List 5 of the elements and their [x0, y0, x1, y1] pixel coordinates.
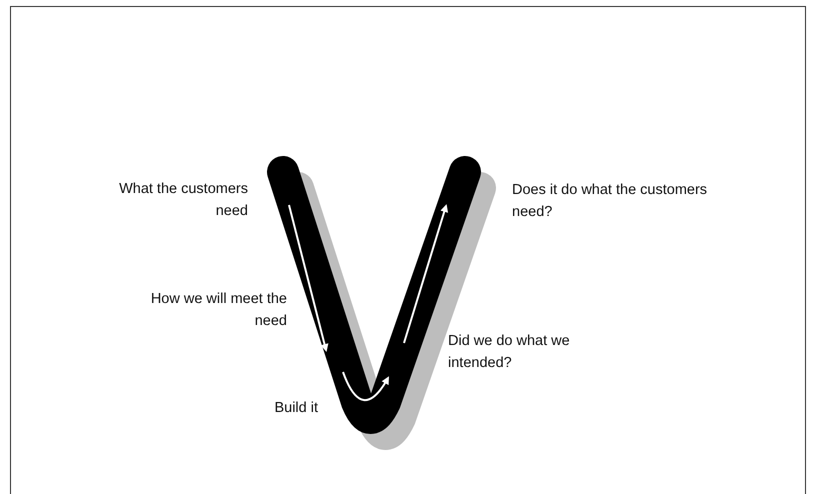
step-label: How we will meet the need	[150, 290, 287, 331]
step-label: Does it do what the customers need?	[512, 181, 708, 222]
step-label: What the customers need	[118, 180, 248, 221]
step-label: Did we do what we intended?	[448, 332, 571, 373]
step-label: Build it	[273, 399, 318, 418]
